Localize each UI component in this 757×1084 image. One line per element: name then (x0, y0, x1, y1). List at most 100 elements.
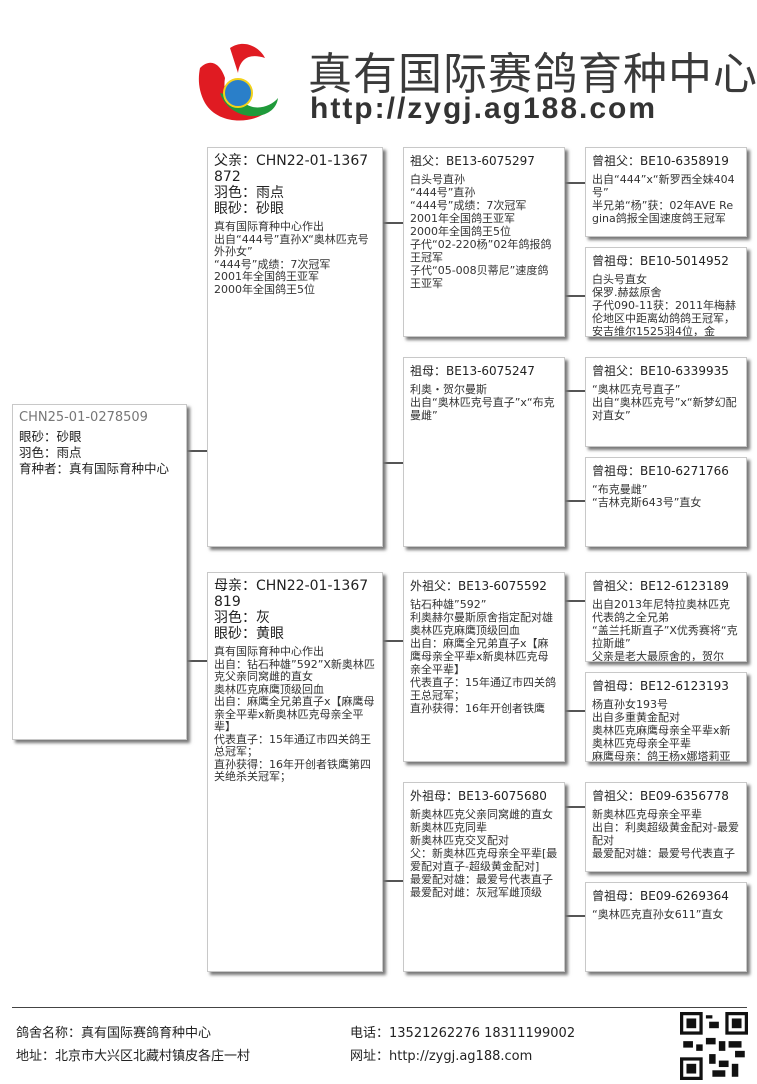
connector (187, 660, 207, 662)
connector (565, 182, 585, 184)
great-grandparent-card[interactable]: 曾祖父：BE09-6356778 新奥林匹克母亲全平辈出自：利奥超级黄金配对-最爱… (585, 782, 747, 872)
subject-breeder: 育种者：真有国际育种中心 (19, 461, 170, 476)
note-line: 出自“444”x“新罗西全妹404号” (592, 173, 735, 199)
connector (565, 390, 585, 392)
note-line: 奥林匹克麻鹰顶级回血 (214, 682, 324, 696)
great-grandparent-card[interactable]: 曾祖父：BE10-6339935“奥林匹克号直子”出自“奥林匹克号”x“新梦幻配… (585, 357, 747, 447)
note-line: 子代090-11获：2011年梅赫伦地区中距离幼鸽鸽王冠军，安吉维尔1525羽4… (592, 299, 736, 337)
phone: 电话：13521262276 18311199002 (350, 1026, 576, 1041)
father-eye: 眼砂：砂眼 (214, 201, 284, 217)
grandparent-card[interactable]: 祖父：BE13-6075297 白头号直孙“444号”直孙“444号”成绩：7次… (403, 147, 565, 337)
note-line: 出自“444号”直孙X“奥林匹克号外孙女” (214, 232, 369, 258)
loft-name: 鸽舍名称：真有国际赛鸽育种中心 (16, 1026, 212, 1041)
card-title: 祖父：BE13-6075297 (410, 154, 535, 168)
card-notes: 新奥林匹克母亲全平辈出自：利奥超级黄金配对-最爱配对最爱配对雄：最爱号代表直子 (592, 808, 740, 860)
subject-color: 羽色：雨点 (19, 445, 82, 460)
note-line: 新奥林匹克父亲同窝雌的直女 (410, 808, 553, 821)
note-line: “奥林匹克号直子” (592, 383, 681, 396)
note-line: 代表直子：15年通辽市四关鸽王总冠军； (214, 732, 371, 758)
note-line: 出自：利奥超级黄金配对-最爱配对 (592, 821, 739, 847)
mother-card[interactable]: 母亲：CHN22-01-1367819 羽色：灰 眼砂：黄眼 真有国际育种中心作… (207, 572, 383, 972)
card-notes: 白头号直女保罗.赫兹原舍子代090-11获：2011年梅赫伦地区中距离幼鸽鸽王冠… (592, 273, 740, 337)
note-line: “奥林匹克直孙女611”直女 (592, 908, 724, 921)
connector (565, 295, 585, 297)
website[interactable]: 网址：http://zygj.ag188.com (350, 1049, 533, 1064)
note-line: 白头号直孙 (410, 173, 465, 186)
card-title: 曾祖父：BE10-6358919 (592, 154, 729, 168)
note-line: 奥林匹克麻鹰母亲全平辈x新奥林匹克母亲全平辈 (592, 724, 731, 750)
father-title: 父亲：CHN22-01-1367872 (214, 153, 369, 185)
note-line: 最爱配对雌：灰冠军雌顶级 (410, 886, 542, 899)
note-line: 父亲是老大最原舍的，贺尔 (592, 650, 724, 662)
note-line: 真有国际育种中心作出 (214, 645, 324, 658)
qr-code-icon (680, 1012, 748, 1080)
footer-divider (12, 1007, 747, 1008)
mother-title: 母亲：CHN22-01-1367819 (214, 578, 369, 610)
subject-card[interactable]: CHN25-01-0278509 眼砂：砂眼 羽色：雨点 育种者：真有国际育种中… (12, 404, 187, 740)
grandparent-card[interactable]: 外祖母：BE13-6075680 新奥林匹克父亲同窝雌的直女新奥林匹克同辈新奥林… (403, 782, 565, 972)
note-line: 父：新奥林匹克母亲全平辈[最爱配对直子-超级黄金配对] (410, 847, 558, 873)
note-line: 2001年全国鸽王亚军 (214, 270, 319, 283)
note-line: “布克曼雌” (592, 483, 648, 496)
note-line: 杨直孙女193号 (592, 698, 668, 711)
logo-icon (198, 43, 278, 121)
card-title: 祖母：BE13-6075247 (410, 364, 535, 378)
card-notes: 出自“444”x“新罗西全妹404号”半兄弟“杨”获：02年AVE Regina… (592, 173, 740, 225)
father-notes: 真有国际育种中心作出出自“444号”直孙X“奥林匹克号外孙女”“444号”成绩：… (214, 220, 376, 296)
note-line: 钻石种雄”592” (410, 598, 487, 611)
note-line: “吉林克斯643号”直女 (592, 496, 702, 509)
note-line: “盖兰托斯直子”X优秀赛将“克拉斯雌” (592, 624, 738, 650)
card-title: 曾祖父：BE09-6356778 (592, 789, 729, 803)
note-line: 保罗.赫兹原舍 (592, 286, 662, 299)
connector (383, 640, 403, 642)
note-line: 真有国际育种中心作出 (214, 220, 324, 233)
subject-eye: 眼砂：砂眼 (19, 429, 82, 444)
mother-eye: 眼砂：黄眼 (214, 626, 284, 642)
grandparent-card[interactable]: 祖母：BE13-6075247 利奥・贺尔曼斯出自“奥林匹克号直子”x“布克曼雌… (403, 357, 565, 547)
note-line: 直孙获得：16年开创者铁鹰第四关绝杀关冠军； (214, 757, 371, 783)
note-line: 子代“02-220杨”02年鸽报鸽王冠军 (410, 238, 552, 264)
note-line: “444号”直孙 (410, 186, 476, 199)
note-line: 白头号直女 (592, 273, 647, 286)
note-line: 新奥林匹克同辈 (410, 821, 487, 834)
card-title: 曾祖父：BE12-6123189 (592, 579, 729, 593)
note-line: 子代“05-008贝蒂尼”速度鸽王亚军 (410, 264, 549, 290)
great-grandparent-card[interactable]: 曾祖母：BE10-5014952 白头号直女保罗.赫兹原舍子代090-11获：20… (585, 247, 747, 337)
connector (565, 710, 585, 712)
note-line: 麻鹰母亲：鸽王杨x娜塔莉亚 (592, 750, 731, 762)
connector (187, 450, 207, 452)
note-line: 出自：麻鹰全兄弟直子x【麻鹰母亲全平辈x新奥林匹克母亲全平辈】 (410, 637, 549, 676)
brand-name: 真有国际赛鸽育种中心 (308, 49, 757, 100)
note-line: 利奥赫尔曼斯原舍指定配对雄 (410, 611, 553, 624)
connector (565, 500, 585, 502)
note-line: “444号”成绩：7次冠军 (214, 257, 331, 271)
card-notes: 杨直孙女193号出自多重黄金配对奥林匹克麻鹰母亲全平辈x新奥林匹克母亲全平辈麻鹰… (592, 698, 740, 762)
note-line: “444号”成绩：7次冠军 (410, 199, 527, 212)
note-line: 出自“奥林匹克号”x“新梦幻配对直女” (592, 396, 737, 422)
great-grandparent-card[interactable]: 曾祖父：BE12-6123189 出自2013年尼特拉奥林匹克代表鸽之全兄弟“盖兰… (585, 572, 747, 662)
great-grandparent-card[interactable]: 曾祖父：BE10-6358919 出自“444”x“新罗西全妹404号”半兄弟“杨… (585, 147, 747, 237)
card-notes: 出自2013年尼特拉奥林匹克代表鸽之全兄弟“盖兰托斯直子”X优秀赛将“克拉斯雌”… (592, 598, 740, 662)
great-grandparent-card[interactable]: 曾祖母：BE10-6271766“布克曼雌”“吉林克斯643号”直女 (585, 457, 747, 547)
card-notes: “奥林匹克号直子”出自“奥林匹克号”x“新梦幻配对直女” (592, 383, 740, 422)
card-title: 外祖父：BE13-6075592 (410, 579, 547, 593)
connector (565, 806, 585, 808)
note-line: 最爱配对雄：最爱号代表直子 (410, 873, 553, 886)
note-line: 新奥林匹克交叉配对 (410, 834, 509, 847)
connector (565, 600, 585, 602)
note-line: 出自“奥林匹克号直子”x“布克曼雌” (410, 396, 555, 422)
father-card[interactable]: 父亲：CHN22-01-1367872 羽色：雨点 眼砂：砂眼 真有国际育种中心… (207, 147, 383, 547)
address: 地址：北京市大兴区北藏村镇皮各庄一村 (16, 1049, 251, 1064)
connector (383, 462, 403, 464)
note-line: 2001年全国鸽王亚军 (410, 212, 515, 225)
card-title: 曾祖母：BE10-5014952 (592, 254, 729, 268)
note-line: 奥林匹克麻鹰顶级回血 (410, 624, 520, 637)
grandparent-card[interactable]: 外祖父：BE13-6075592 钻石种雄”592”利奥赫尔曼斯原舍指定配对雄奥… (403, 572, 565, 762)
great-grandparent-card[interactable]: 曾祖母：BE09-6269364“奥林匹克直孙女611”直女 (585, 882, 747, 972)
card-title: 外祖母：BE13-6075680 (410, 789, 547, 803)
brand-url: http://zygj.ag188.com (310, 92, 658, 125)
connector (565, 915, 585, 917)
